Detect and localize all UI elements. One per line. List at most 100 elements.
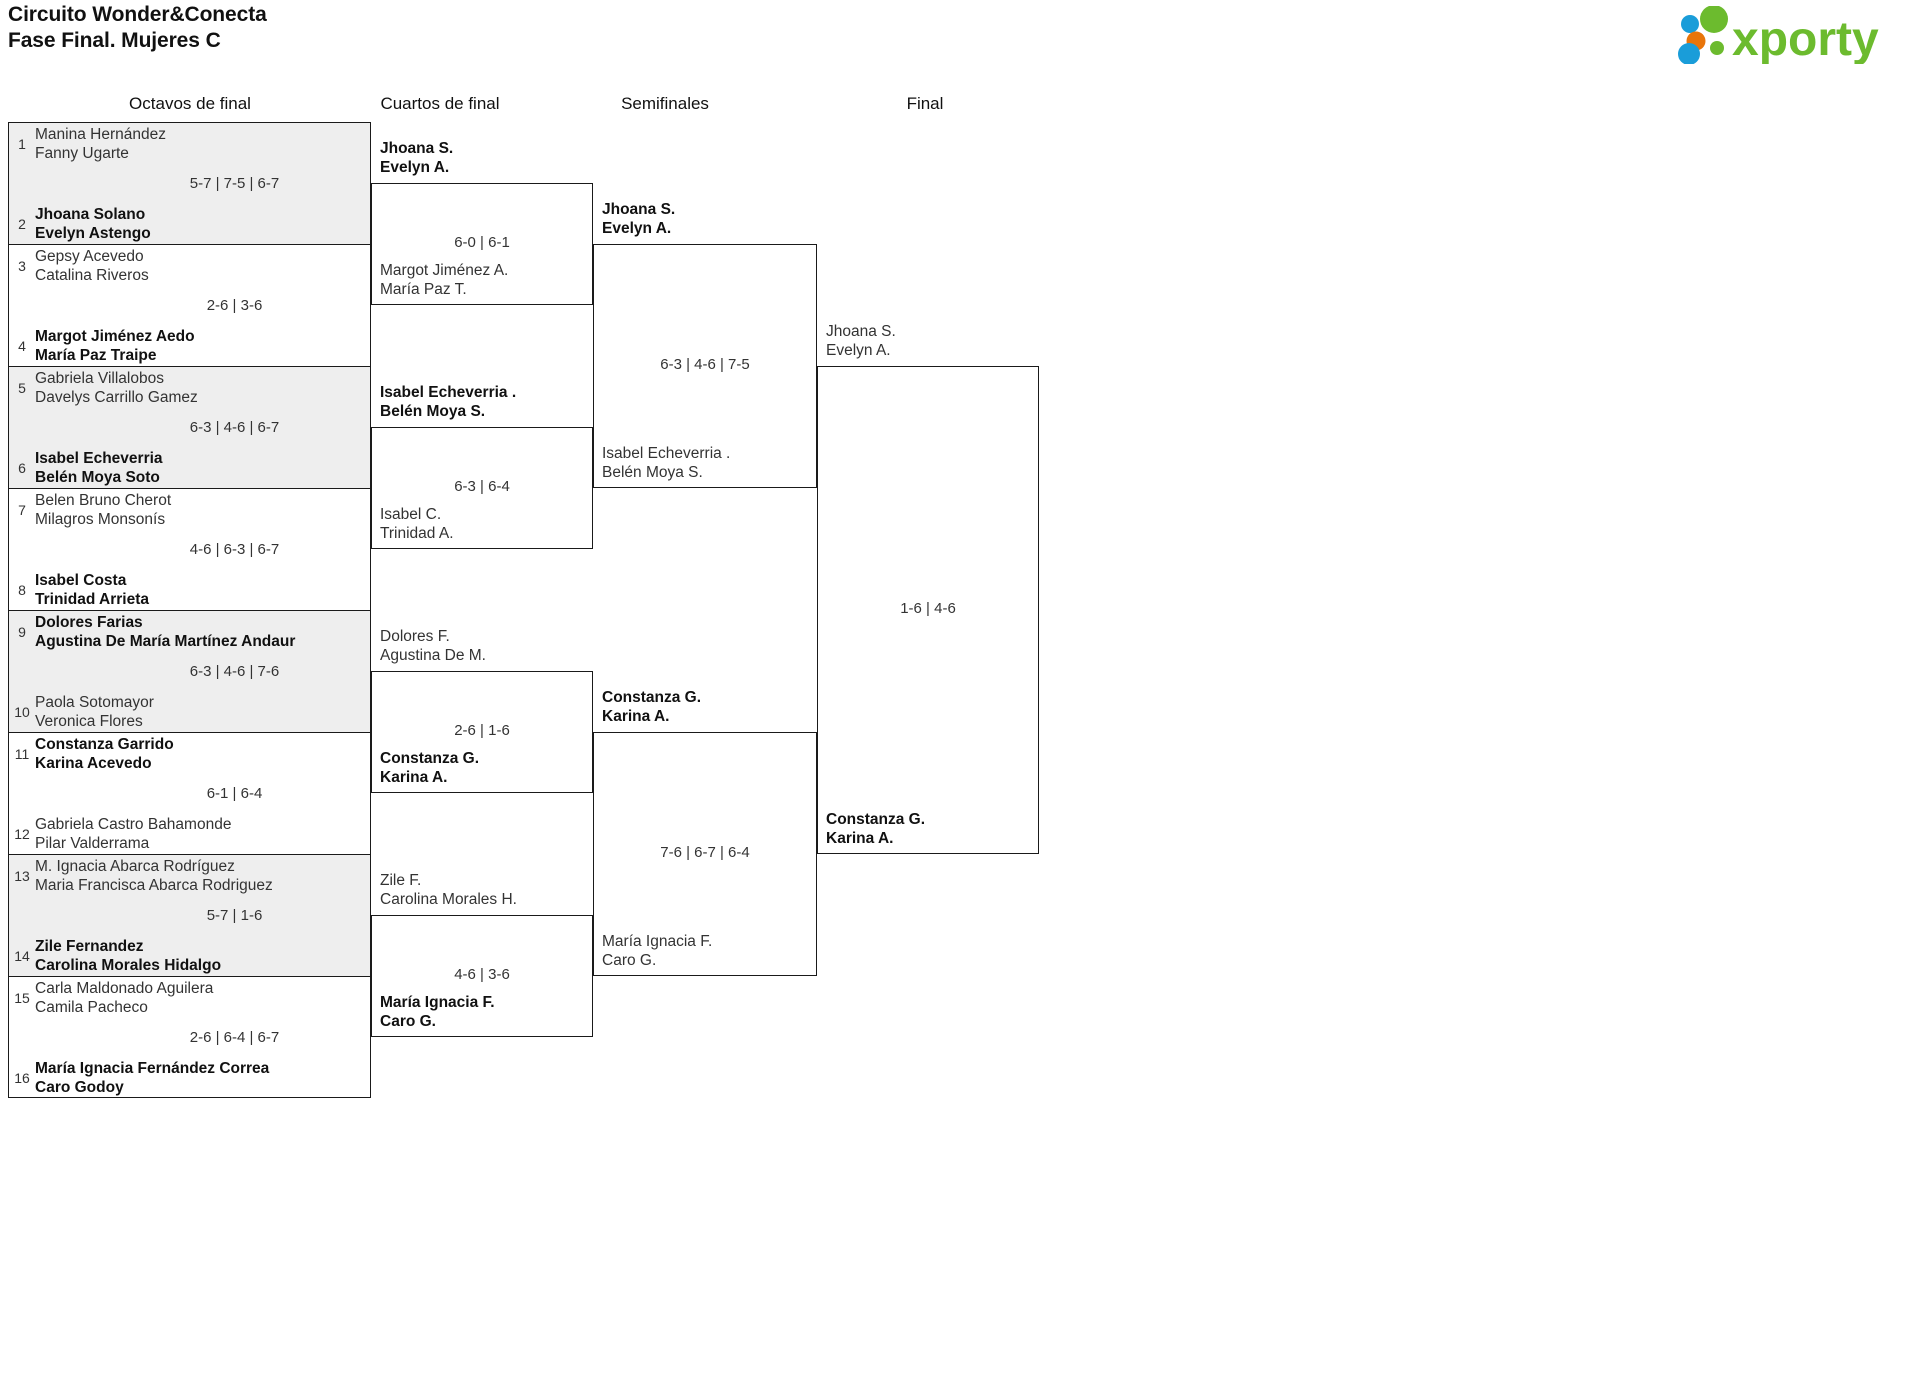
player-name: Margot Jiménez Aedo	[35, 328, 195, 345]
svg-text:xporty: xporty	[1732, 13, 1879, 64]
round2-match-team-bottom[interactable]: Margot Jiménez A.María Paz T.	[380, 261, 588, 299]
match-score: 6-1 | 6-4	[206, 785, 263, 802]
round4-match-team-top[interactable]: Jhoana S. Evelyn A.	[826, 322, 1034, 360]
player-name: Isabel Echeverria	[35, 450, 163, 467]
round-header-cuartos: Cuartos de final	[380, 94, 500, 113]
player-name: María Paz Traipe	[35, 347, 157, 364]
player-name: Belén Moya S.	[380, 403, 486, 420]
match-score: 2-6 | 6-4 | 6-7	[189, 1029, 280, 1046]
player-name: Jhoana S.	[380, 140, 454, 157]
player-name: Evelyn A.	[380, 159, 450, 176]
match-score: 5-7 | 7-5 | 6-7	[189, 175, 280, 192]
round2-match-team-top[interactable]: Dolores F.Agustina De M.	[380, 627, 588, 665]
player-name: Davelys Carrillo Gamez	[35, 389, 198, 406]
player-name: Veronica Flores	[35, 713, 143, 730]
seed-number: 7	[18, 502, 26, 518]
round3-match-connector	[593, 244, 817, 488]
player-name: Isabel Echeverria .	[602, 445, 731, 462]
player-name: Karina A.	[826, 830, 894, 847]
round2-match-connector	[371, 671, 593, 793]
seed-number: 16	[14, 1070, 30, 1086]
player-name: Zile Fernandez	[35, 938, 144, 955]
player-name: Constanza G.	[380, 750, 480, 767]
player-name: María Ignacia F.	[380, 994, 495, 1011]
seed-number: 5	[18, 380, 26, 396]
player-name: Dolores F.	[380, 628, 450, 645]
round2-match-team-bottom[interactable]: María Ignacia F. Caro G.	[380, 993, 588, 1031]
player-name: Dolores Farias	[35, 614, 143, 631]
player-name: Caro G.	[602, 952, 657, 969]
round2-match-team-top[interactable]: Zile F.Carolina Morales H.	[380, 871, 588, 909]
player-name: Karina A.	[380, 769, 448, 786]
round3-match-team-bottom[interactable]: Isabel Echeverria .Belén Moya S.	[602, 444, 812, 482]
round2-match-score: 2-6 | 1-6	[454, 722, 510, 739]
player-name: Caro G.	[380, 1013, 436, 1030]
round2-match-team-top[interactable]: Jhoana S. Evelyn A.	[380, 139, 588, 177]
player-name: Carolina Morales Hidalgo	[35, 957, 222, 974]
round2-match-team-top[interactable]: Isabel Echeverria .Belén Moya S.	[380, 383, 588, 421]
player-name: Karina A.	[602, 708, 670, 725]
player-name: Jhoana S.	[602, 201, 676, 218]
round2-match-connector	[371, 427, 593, 549]
seed-number: 12	[14, 826, 30, 842]
seed-number: 11	[14, 746, 30, 762]
round2-match-team-bottom[interactable]: Constanza G. Karina A.	[380, 749, 588, 787]
player-name: Isabel C.	[380, 506, 442, 523]
round3-match-team-top[interactable]: Constanza G.Karina A.	[602, 688, 812, 726]
player-name: Jhoana S.	[826, 323, 896, 340]
player-name: Evelyn A.	[826, 342, 891, 359]
round3-match-team-bottom[interactable]: María Ignacia F.Caro G.	[602, 932, 812, 970]
round3-match-team-top[interactable]: Jhoana S.Evelyn A.	[602, 200, 812, 238]
match-score: 6-3 | 4-6 | 7-6	[189, 663, 280, 680]
player-name: Jhoana Solano	[35, 206, 146, 223]
title-block: Circuito Wonder&Conecta Fase Final. Muje…	[8, 2, 267, 54]
player-name: Paola Sotomayor	[35, 694, 154, 711]
player-name: María Ignacia Fernández Correa	[35, 1060, 270, 1077]
player-name: Pilar Valderrama	[35, 835, 150, 852]
round2-match-team-bottom[interactable]: Isabel C.Trinidad A.	[380, 505, 588, 543]
seed-number: 1	[18, 136, 26, 152]
round-header-octavos: Octavos de final	[129, 94, 251, 113]
player-name: Trinidad Arrieta	[35, 591, 149, 608]
round-header-semifinales: Semifinales	[621, 94, 709, 113]
player-name: Constanza G.	[826, 811, 926, 828]
round4-match-team-bottom[interactable]: Constanza G. Karina A.	[826, 810, 1034, 848]
seed-number: 14	[14, 948, 30, 964]
match-score: 6-3 | 4-6 | 6-7	[189, 419, 280, 436]
round4-match-score: 1-6 | 4-6	[900, 600, 956, 617]
player-name: Constanza Garrido	[35, 736, 174, 753]
xporty-logo[interactable]: xporty	[1676, 5, 1906, 66]
tournament-title-line1: Circuito Wonder&Conecta	[8, 3, 267, 26]
player-name: Camila Pacheco	[35, 999, 148, 1016]
player-name: Margot Jiménez A.	[380, 262, 509, 279]
